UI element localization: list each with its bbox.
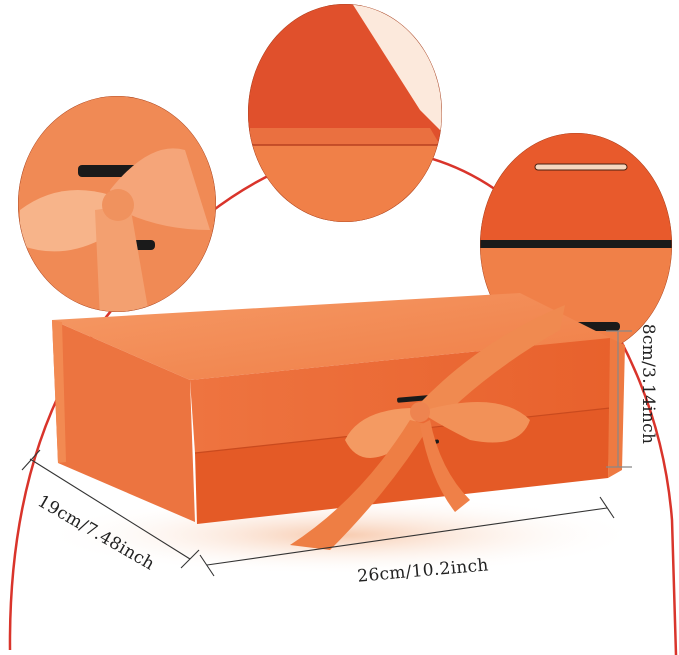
gift-box	[52, 293, 625, 550]
depth-dimension	[21, 449, 200, 569]
ribbon-bow-inset	[18, 96, 216, 312]
width-dimension	[199, 496, 615, 577]
lid-corner-inset	[248, 4, 442, 222]
height-label: 8cm/3.14inch	[638, 323, 658, 445]
height-dimension	[606, 330, 632, 468]
